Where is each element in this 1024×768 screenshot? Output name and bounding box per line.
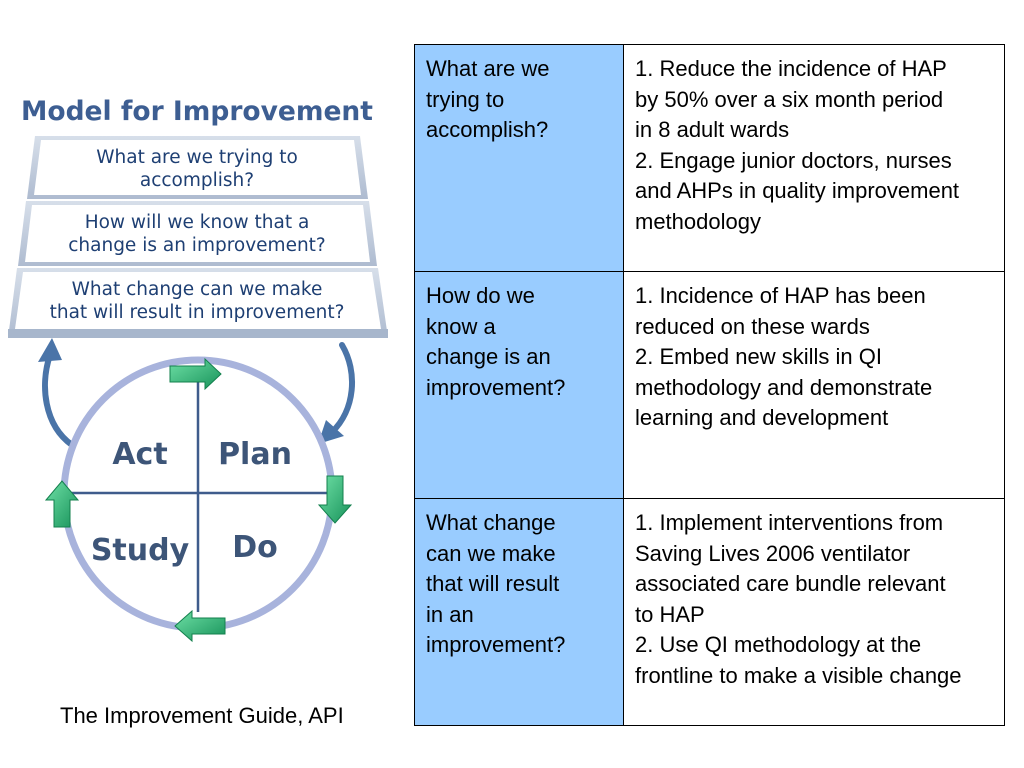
- answer-cell: 1. Incidence of HAP has been reduced on …: [623, 271, 1005, 499]
- question-line: know a: [426, 313, 496, 339]
- answer-cell: 1. Reduce the incidence of HAP by 50% ov…: [623, 44, 1005, 272]
- table-row: What change can we make that will result…: [414, 498, 1005, 726]
- answer-line: frontline to make a visible change: [635, 662, 962, 688]
- question-line: improvement?: [426, 632, 566, 657]
- band-2-line-1: How will we know that a: [85, 212, 310, 233]
- quadrant-act: Act: [112, 437, 167, 472]
- band-1-line-1: What are we trying to: [96, 147, 298, 168]
- answer-line: reduced on these wards: [635, 313, 870, 339]
- question-cell: What are we trying to accomplish?: [414, 44, 624, 272]
- pyramid-base-shadow: [8, 329, 388, 338]
- question-cell: How do we know a change is an improvemen…: [414, 271, 624, 499]
- question-band-2: [25, 205, 370, 262]
- left-green-arrow: [44, 480, 80, 528]
- green-cycle-arrows: [44, 357, 353, 643]
- bottom-green-arrow: [174, 609, 226, 643]
- answer-line: and AHPs in quality improvement: [635, 178, 960, 203]
- question-line: can we make: [426, 540, 556, 566]
- improvement-questions-table: What are we trying to accomplish? 1. Red…: [414, 44, 1005, 726]
- band-3-line-2: that will result in improvement?: [50, 302, 345, 323]
- answer-line: 2. Use QI methodology at the: [635, 632, 922, 657]
- diagram-title: Model for Improvement: [21, 96, 373, 127]
- quadrant-study: Study: [91, 533, 190, 568]
- question-line: that will result: [426, 571, 560, 596]
- band-3-line-1: What change can we make: [72, 279, 323, 300]
- right-curved-arrow: [329, 342, 355, 435]
- answer-line: to HAP: [635, 601, 705, 627]
- question-line: accomplish?: [426, 117, 549, 142]
- answer-cell: 1. Implement interventions from Saving L…: [623, 498, 1005, 726]
- question-line: How do we: [426, 283, 535, 308]
- answer-line: methodology: [635, 208, 761, 234]
- answer-line: 2. Engage junior doctors, nurses: [635, 147, 952, 173]
- question-line: trying to: [426, 86, 505, 112]
- top-green-arrow: [169, 357, 222, 391]
- answer-line: learning and development: [635, 405, 889, 430]
- right-green-arrow: [317, 475, 353, 524]
- question-band-1: [34, 140, 361, 195]
- question-line: What change: [426, 510, 556, 535]
- question-line: change is an: [426, 344, 551, 369]
- answer-line: by 50% over a six month period: [635, 86, 944, 112]
- answer-line: associated care bundle relevant: [635, 571, 946, 596]
- question-band-3: [15, 272, 381, 329]
- question-bands: [8, 136, 388, 338]
- quadrant-do: Do: [232, 530, 278, 565]
- question-line: in an: [426, 601, 474, 627]
- answer-line: 2. Embed new skills in QI: [635, 344, 882, 369]
- answer-line: Saving Lives 2006 ventilator: [635, 540, 911, 566]
- answer-line: 1. Implement interventions from: [635, 510, 944, 535]
- diagram-source-caption: The Improvement Guide, API: [60, 703, 344, 728]
- answer-line: methodology and demonstrate: [635, 374, 933, 400]
- band-1-line-2: accomplish?: [140, 170, 254, 191]
- left-curved-arrow: [42, 352, 75, 448]
- quadrant-plan: Plan: [218, 437, 292, 472]
- blue-curved-arrows: [38, 338, 355, 448]
- right-curved-arrow-head: [318, 420, 344, 444]
- answer-line: 1. Incidence of HAP has been: [635, 283, 926, 308]
- question-line: improvement?: [426, 374, 566, 400]
- band-2-line-2: change is an improvement?: [68, 235, 326, 256]
- pdsa-cycle: [60, 356, 336, 632]
- left-curved-arrow-head: [38, 338, 62, 362]
- table-row: How do we know a change is an improvemen…: [414, 271, 1005, 499]
- model-for-improvement-diagram: Model for Improvement What are we trying…: [8, 96, 388, 643]
- table-row: What are we trying to accomplish? 1. Red…: [414, 44, 1005, 272]
- question-cell: What change can we make that will result…: [414, 498, 624, 726]
- answer-line: in 8 adult wards: [635, 117, 790, 142]
- question-line: What are we: [426, 56, 550, 81]
- answer-line: 1. Reduce the incidence of HAP: [635, 56, 947, 81]
